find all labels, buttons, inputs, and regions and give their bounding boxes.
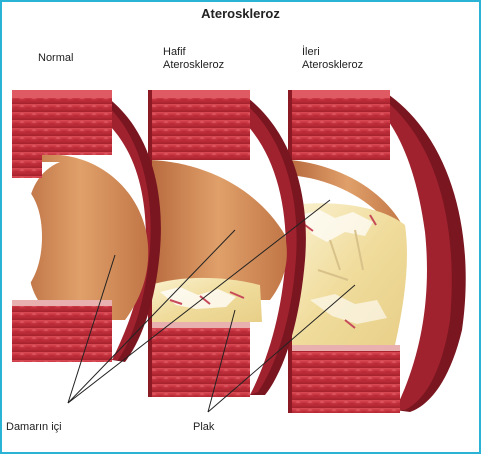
callout-lumen: Damarın içi [6,421,62,434]
callout-plaque: Plak [193,421,214,434]
artery-segment-mild [148,90,306,397]
artery-segment-normal [12,90,161,362]
artery-segment-advanced [288,90,466,413]
